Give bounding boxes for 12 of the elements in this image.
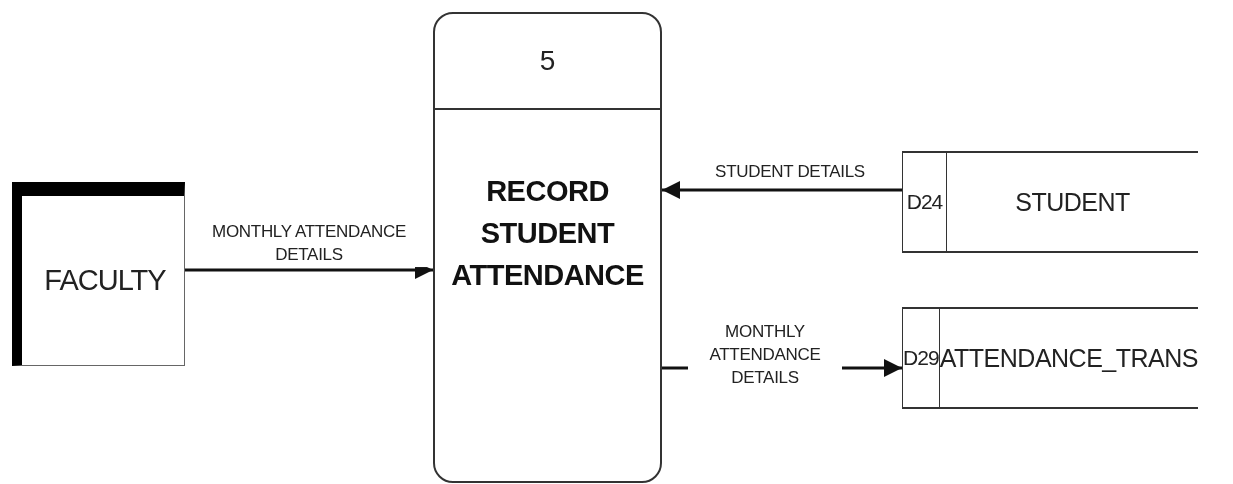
entity-name: FACULTY	[44, 264, 166, 297]
store-name: STUDENT	[1015, 187, 1130, 217]
arrow	[662, 181, 902, 199]
store-name: ATTENDANCE_TRANS	[939, 343, 1198, 373]
data-store	[902, 151, 1198, 253]
process-number: 5	[539, 45, 556, 77]
store-id: D29	[903, 346, 939, 370]
process-name: RECORD STUDENT ATTENDANCE	[450, 174, 645, 294]
store-id: D24	[906, 190, 943, 214]
external-entity-box	[12, 182, 185, 366]
data-store	[902, 307, 1198, 409]
process-box	[433, 12, 662, 483]
